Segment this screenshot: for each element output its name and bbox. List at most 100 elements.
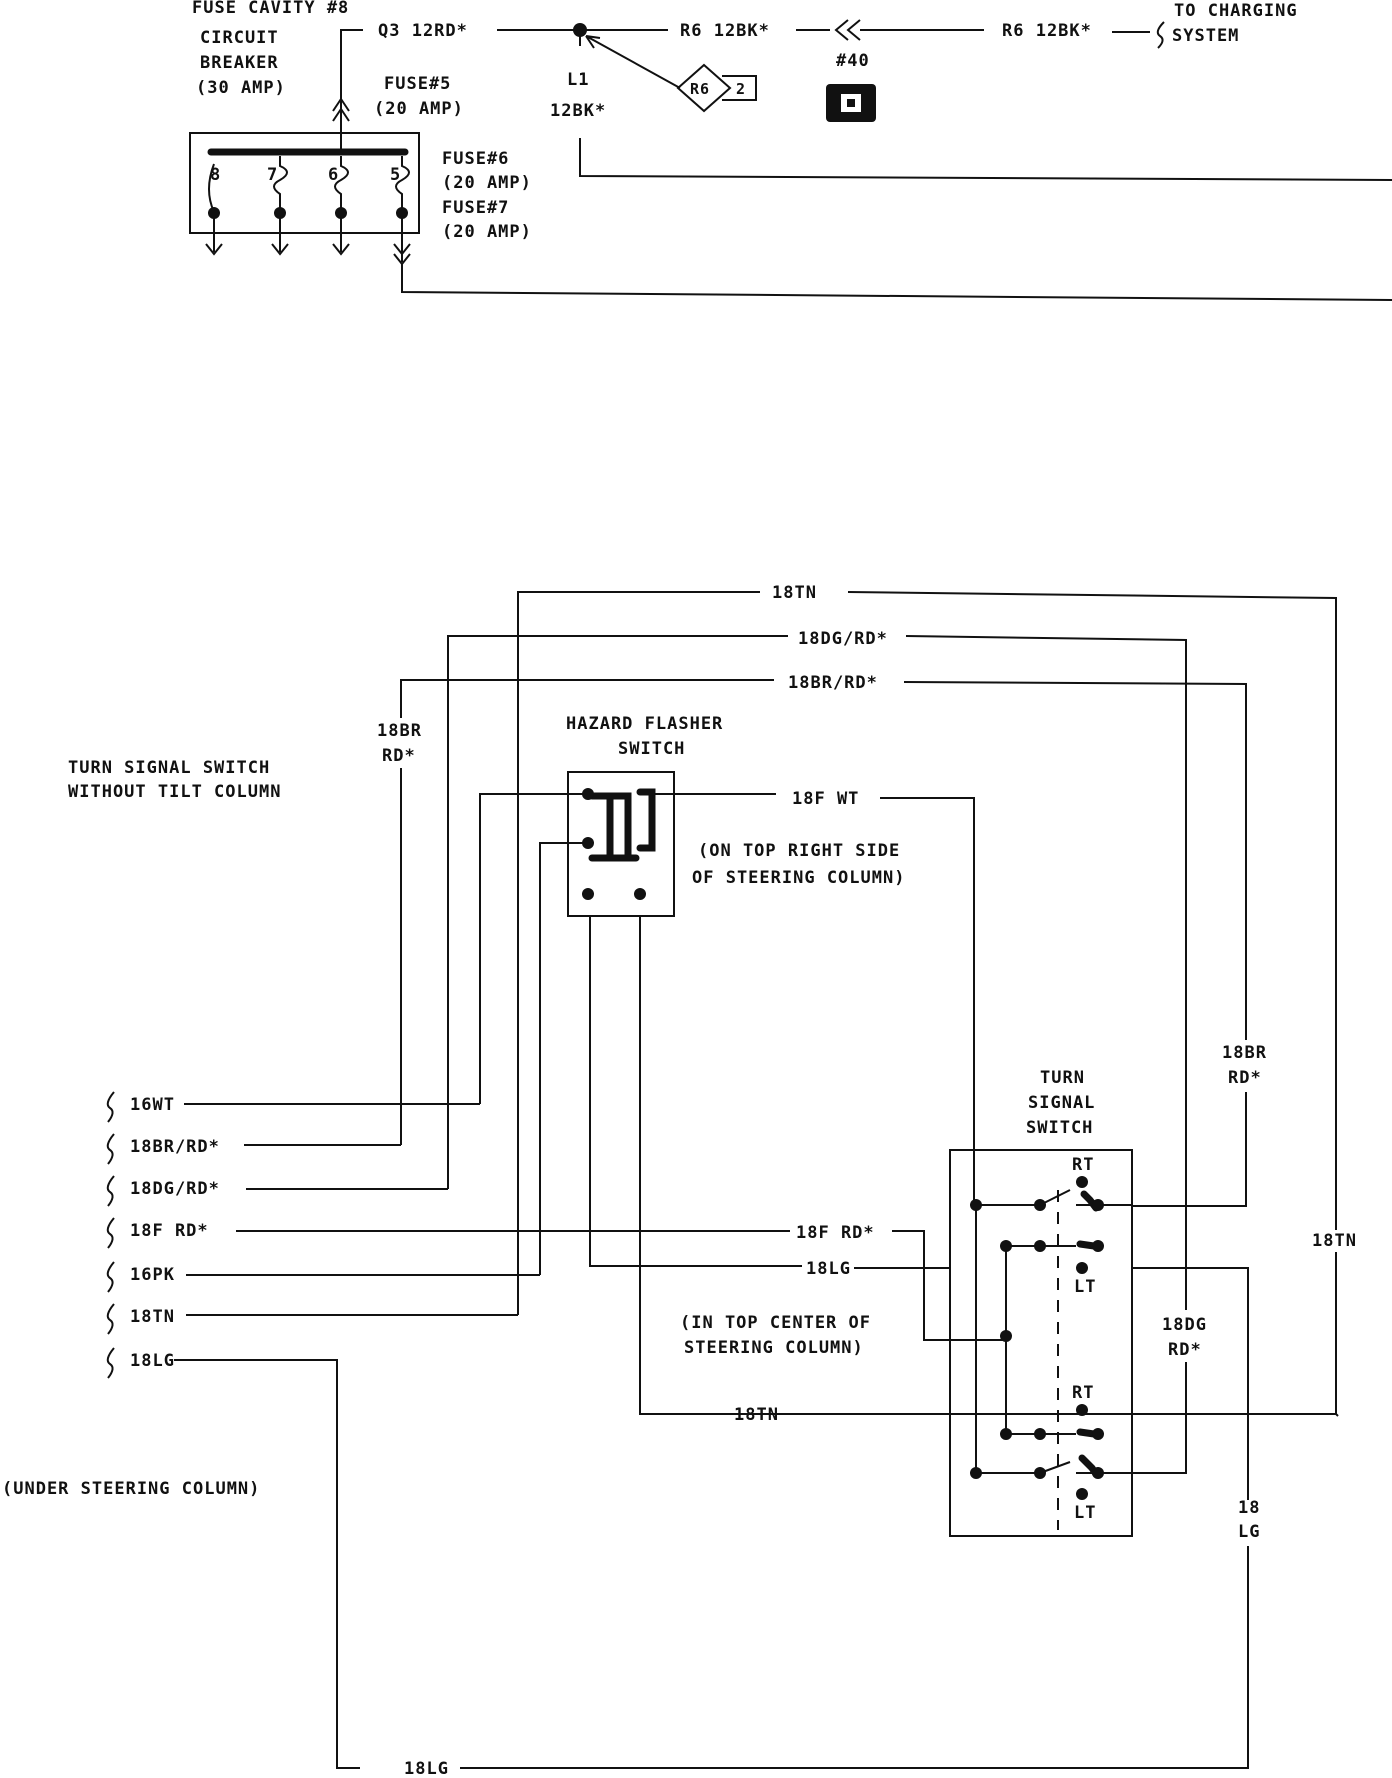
section-title-2: WITHOUT TILT COLUMN [68,782,281,802]
breaker-label-3: (30 AMP) [196,78,286,98]
connector-40-icon-pin [847,99,855,107]
connector-40-label: #40 [836,51,870,71]
l1-label: L1 [567,70,589,90]
breaker-feed-wire [332,97,350,152]
wire-18dg-top-label: 18DG/RD* [798,629,888,649]
fuse-number-8: 8 [210,165,221,185]
under-column-label: (UNDER STEERING COLUMN) [2,1479,260,1499]
turn-location-2: STEERING COLUMN) [684,1338,864,1358]
pin-18dgrd-break [106,1175,115,1207]
fuse8-output-arrow [205,213,223,256]
svg-text:RD*: RD* [1228,1068,1262,1088]
fuse6-label-1: FUSE#6 [442,149,509,169]
r6-splice-count: 2 [736,80,746,98]
pin-16pk-break [106,1261,115,1293]
fuse7-label-2: (20 AMP) [442,222,532,242]
turn-rt-top-contact [976,1189,1132,1206]
hazard-pin-4 [634,888,646,900]
wire-18lg-mid-label: 18LG [806,1259,851,1279]
wire-18br-loop [400,679,1247,1145]
wire-18tn-mid-route [639,916,950,1415]
pin-16pk-label: 16PK [130,1265,175,1285]
r6-splice-label: R6 [690,80,710,98]
wire-18lg-bottom-label: 18LG [404,1759,449,1778]
turn-switch-lt-bottom: LT [1074,1503,1096,1523]
hazard-switch-contact [588,788,656,862]
fuse5-label-2: (20 AMP) [374,99,464,119]
hazard-label-1: HAZARD FLASHER [566,714,723,734]
turn-switch-lt-top: LT [1074,1277,1096,1297]
wire-18tn-loop [517,591,1339,1417]
fuse-number-6: 6 [328,165,339,185]
wire-18lg-right-label-1: 18 [1238,1498,1260,1518]
r6-reference-arrow [585,35,681,89]
charging-label-1: TO CHARGING [1174,1,1298,21]
wire-18lg-right-drop [174,1267,1249,1769]
breaker-label-1: CIRCUIT [200,28,279,48]
fuse7-link [273,156,288,212]
turn-switch-rt-top: RT [1072,1155,1094,1175]
turn-switch-rt-bottom: RT [1072,1383,1094,1403]
wire-18f-rd-mid-label: 18F RD* [796,1223,875,1243]
wire-18f-wt [652,793,975,1205]
wire-18tn-mid-label: 18TN [734,1405,779,1425]
fuse-number-7: 7 [267,165,278,185]
section-title-1: TURN SIGNAL SWITCH [68,758,270,778]
fuse6-output-arrow [332,213,350,256]
pin-18brrd-break [106,1133,115,1165]
pin-18lg-label: 18LG [130,1351,175,1371]
fuse6-link [334,156,349,212]
l1-wire [579,138,1392,181]
q3-wire-label: Q3 12RD* [378,21,468,41]
connector-40-arrows [834,19,861,41]
pin-18frd-break [106,1217,115,1249]
wire-18dg-loop [447,635,1187,1304]
fuse-block-section: FUSE CAVITY #8 CIRCUIT BREAKER (30 AMP) … [189,0,1392,301]
fuse5-output-wire [401,264,1392,301]
pin-18lg-break [106,1347,115,1379]
fuse-cavity-label: FUSE CAVITY #8 [192,0,349,18]
turn-switch-label-2: SIGNAL [1028,1093,1095,1113]
hazard-location-1: (ON TOP RIGHT SIDE [698,841,900,861]
hazard-pin-3 [582,888,594,900]
breaker-label-2: BREAKER [200,53,279,73]
pin-16wt-break [106,1091,115,1123]
turn-lt-bottom-contact [976,1461,1132,1474]
wire-16pk-route [539,842,588,1275]
wire-16wt-route [479,793,588,1104]
wire-18tn-top-label: 18TN [772,583,817,603]
pin-18dgrd-label: 18DG/RD* [130,1179,220,1199]
fuse7-label-1: FUSE#7 [442,198,509,218]
wire-18lg-right-label-2: LG [1238,1522,1260,1542]
turn-switch-label-3: SWITCH [1026,1118,1093,1138]
pin-18brrd-label: 18BR/RD* [130,1137,220,1157]
charging-label-2: SYSTEM [1172,26,1239,46]
charging-break-icon [1156,21,1165,49]
wire-18dg-right-label-2: RD* [1168,1340,1202,1360]
r6-splice-diamond [676,63,732,113]
turn-location-1: (IN TOP CENTER OF [680,1313,871,1333]
r6-wire-label-right: R6 12BK* [1002,21,1092,41]
wire-18f-rd-route [236,1230,1006,1341]
l1-wire-label: 12BK* [550,101,606,121]
hazard-label-2: SWITCH [618,739,685,759]
turn-signal-section: TURN SIGNAL SWITCH WITHOUT TILT COLUMN 1… [2,583,1362,1778]
pin-18frd-label: 18F RD* [130,1221,209,1241]
wire-18br-top-label: 18BR/RD* [788,673,878,693]
pin-18tn-label: 18TN [130,1307,175,1327]
turn-lt-top-lever [1076,1240,1098,1250]
fuse7-output-arrow [271,213,289,256]
r6-splice-count-box [722,75,757,101]
svg-text:RD*: RD* [382,746,416,766]
turn-switch-label-1: TURN [1040,1068,1085,1088]
fuse5-output-arrow [393,213,411,266]
r6-wire-label-left: R6 12BK* [680,21,770,41]
fuse-block [189,132,420,234]
wire-18dg-right-label-1: 18DG [1162,1315,1207,1335]
fuse5-link [395,156,410,212]
svg-text:18TN: 18TN [1312,1231,1357,1251]
svg-text:18BR: 18BR [1222,1043,1267,1063]
turn-signal-switch [949,1149,1133,1537]
pin-18tn-break [106,1303,115,1335]
fuse6-label-2: (20 AMP) [442,173,532,193]
